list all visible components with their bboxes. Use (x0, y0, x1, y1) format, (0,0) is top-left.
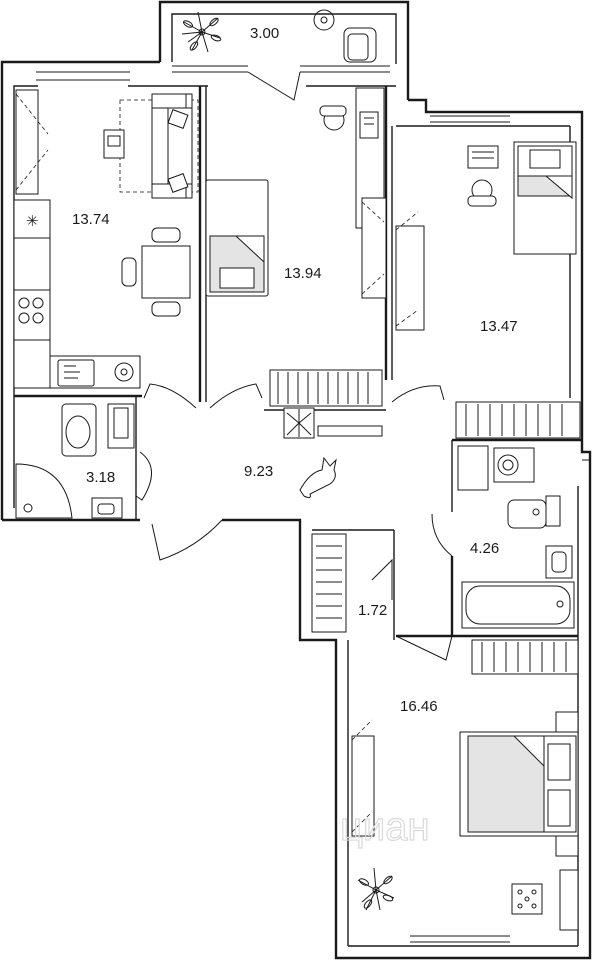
doors (135, 71, 453, 661)
room-area-hallway: 9.23 (244, 463, 273, 480)
area-labels: 3.00 13.74 13.94 13.47 3.18 9.23 4.26 1.… (72, 25, 518, 715)
room-area-closet: 1.72 (358, 602, 387, 619)
closet-fixtures (311, 533, 347, 633)
kitchen-living-furniture: ✳ (13, 89, 199, 389)
svg-text:✳: ✳ (26, 213, 39, 230)
plant-icon (357, 867, 395, 911)
bedroom-3-furniture (351, 639, 579, 931)
bedroom-2-furniture (395, 141, 581, 439)
room-area-bedroom-3: 16.46 (400, 698, 438, 715)
room-area-bathroom-2: 4.26 (470, 540, 499, 557)
bathroom-2-fixtures (457, 445, 575, 629)
balcony-furniture (313, 9, 377, 63)
hallway-decor (283, 407, 383, 499)
room-area-balcony: 3.00 (250, 25, 279, 42)
room-area-bathroom-1: 3.18 (86, 469, 115, 486)
room-area-bedroom-1: 13.94 (284, 265, 322, 282)
plant-icon (181, 11, 222, 53)
room-area-bedroom-2: 13.47 (480, 318, 518, 335)
bedroom-1-furniture (205, 87, 387, 407)
watermark: циан (340, 805, 430, 849)
room-area-kitchen-living: 13.74 (72, 211, 110, 228)
bathroom-1-fixtures (15, 403, 135, 519)
